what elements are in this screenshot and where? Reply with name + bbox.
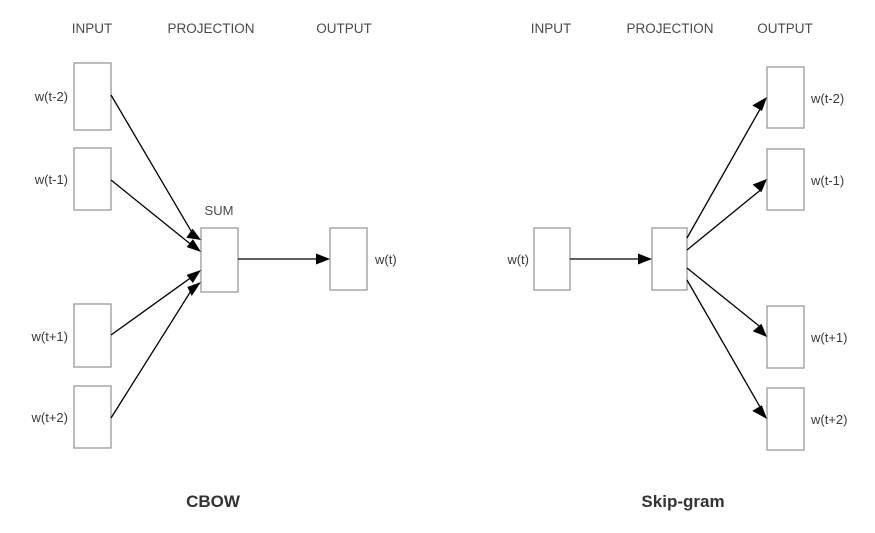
cbow-input-node-3: w(t+1): [31, 303, 112, 368]
cbow-projection-node: SUM: [200, 203, 239, 293]
skipgram-input-label-1: w(t): [506, 252, 529, 267]
cbow-arrowhead-input4: [187, 282, 201, 296]
skipgram-edge-projection-to-output1: [686, 108, 761, 239]
cbow-sum-label: SUM: [205, 203, 234, 218]
cbow-edge-input1-to-projection: [110, 94, 195, 237]
cbow-input-node-2: w(t-1): [34, 147, 112, 211]
skipgram-projection-node: [651, 227, 688, 291]
skipgram-output-label-1: w(t-2): [810, 91, 844, 106]
cbow-input-box-1: [73, 62, 112, 131]
cbow-header-output: OUTPUT: [316, 21, 372, 36]
cbow-header-projection: PROJECTION: [167, 21, 254, 36]
cbow-edge-input3-to-projection: [110, 274, 195, 336]
skipgram-output-box-2: [766, 148, 805, 211]
skipgram-output-node-1: w(t-2): [766, 66, 844, 129]
skipgram-output-node-3: w(t+1): [766, 305, 847, 369]
skipgram-output-node-4: w(t+2): [766, 387, 847, 451]
cbow-output-node-1: w(t): [329, 227, 397, 291]
skipgram-output-label-2: w(t-1): [810, 173, 844, 188]
skipgram-arrowhead-output2: [752, 179, 767, 193]
cbow-panel: INPUT PROJECTION OUTPUT w(t-2) w(t-1) w(…: [31, 21, 397, 511]
skipgram-edge-projection-to-output3: [686, 267, 761, 328]
skipgram-output-node-2: w(t-1): [766, 148, 844, 211]
skipgram-output-label-4: w(t+2): [810, 412, 847, 427]
skipgram-panel: INPUT PROJECTION OUTPUT w(t) w(t-2) w(t-…: [506, 21, 847, 511]
cbow-edges: [110, 94, 330, 419]
skipgram-output-box-1: [766, 66, 805, 129]
skipgram-header-output: OUTPUT: [757, 21, 813, 36]
skipgram-input-node-1: w(t): [506, 227, 571, 291]
skipgram-projection-box: [651, 227, 688, 291]
skipgram-arrowhead-output4: [752, 405, 767, 419]
cbow-arrowhead-input3: [186, 270, 201, 283]
cbow-input-node-4: w(t+2): [31, 385, 112, 449]
cbow-input-box-4: [73, 385, 112, 449]
skipgram-edge-projection-to-output2: [686, 189, 761, 251]
cbow-header-input: INPUT: [72, 21, 113, 36]
cbow-input-label-2: w(t-1): [34, 172, 68, 187]
cbow-edge-input4-to-projection: [110, 285, 195, 419]
skipgram-header-projection: PROJECTION: [626, 21, 713, 36]
skipgram-input-box-1: [533, 227, 571, 291]
skipgram-title: Skip-gram: [641, 492, 724, 511]
cbow-input-box-3: [73, 303, 112, 368]
skipgram-output-box-4: [766, 387, 805, 451]
cbow-input-label-4: w(t+2): [31, 410, 68, 425]
skipgram-output-box-3: [766, 305, 805, 369]
cbow-arrowhead-input1: [186, 228, 201, 240]
cbow-projection-box: [200, 227, 239, 293]
skipgram-edge-projection-to-output4: [686, 279, 761, 408]
cbow-edge-input2-to-projection: [110, 179, 195, 248]
cbow-output-box-1: [329, 227, 368, 291]
skipgram-header-input: INPUT: [531, 21, 572, 36]
cbow-input-label-3: w(t+1): [31, 329, 68, 344]
skipgram-output-label-3: w(t+1): [810, 330, 847, 345]
skipgram-arrowhead-output3: [752, 323, 767, 337]
cbow-output-label-1: w(t): [374, 252, 397, 267]
cbow-title: CBOW: [186, 492, 241, 511]
cbow-input-node-1: w(t-2): [34, 62, 112, 131]
skipgram-arrowhead-output1: [752, 97, 767, 111]
cbow-arrowhead-input2: [186, 239, 201, 252]
cbow-input-box-2: [73, 147, 112, 211]
cbow-input-label-1: w(t-2): [34, 89, 68, 104]
skipgram-arrowhead-projection: [638, 253, 652, 265]
cbow-arrowhead-output: [316, 253, 330, 265]
skipgram-edges: [570, 97, 767, 419]
